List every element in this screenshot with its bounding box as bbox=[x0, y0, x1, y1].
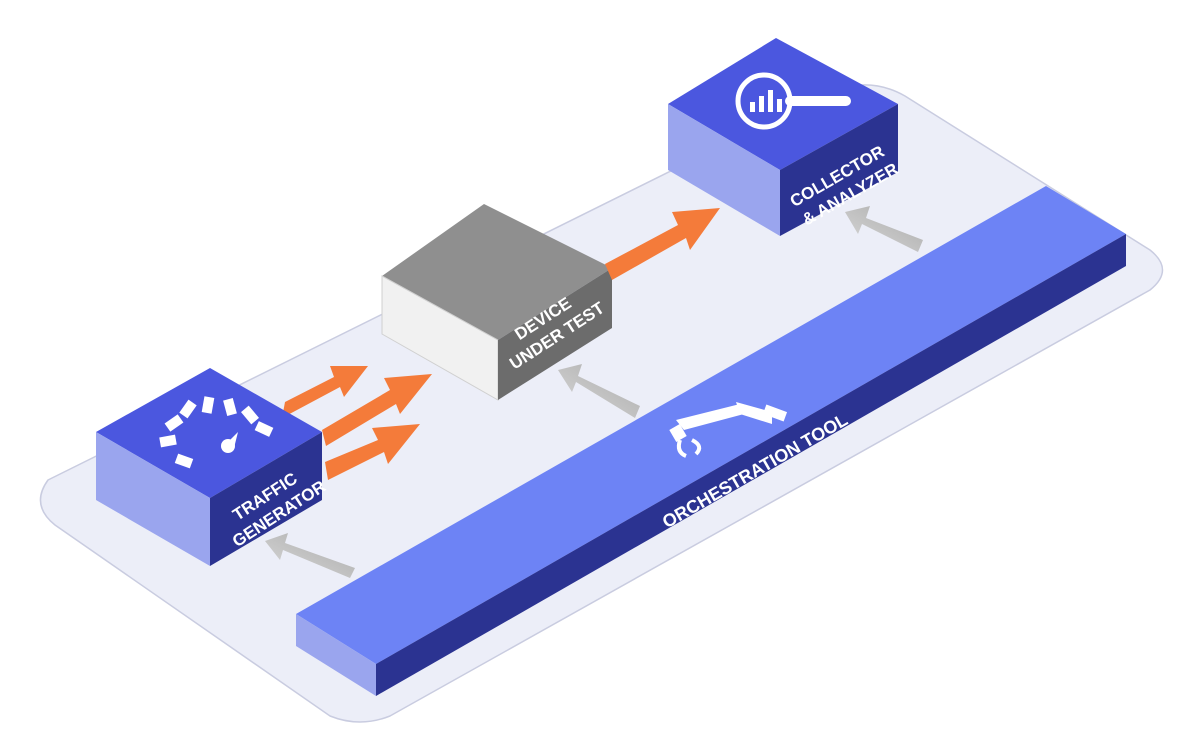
data-arrow-3 bbox=[325, 424, 420, 480]
orchestration-tool-bar: ORCHESTRATION TOOL bbox=[296, 186, 1126, 696]
data-arrow-2 bbox=[322, 374, 432, 446]
control-arrow-to-traffic-generator bbox=[265, 533, 355, 578]
speedometer-icon bbox=[159, 396, 274, 469]
device-under-test-block: DEVICE UNDER TEST bbox=[381, 204, 612, 401]
data-arrow-1 bbox=[282, 366, 368, 418]
data-arrow-dut-to-collector bbox=[605, 208, 720, 280]
traffic-generator-block: TRAFFIC GENERATOR bbox=[96, 368, 329, 566]
control-arrow-to-device-under-test bbox=[558, 364, 640, 418]
control-arrow-to-collector bbox=[845, 206, 923, 252]
chart-magnifier-icon bbox=[735, 72, 851, 130]
robot-arm-icon bbox=[669, 402, 788, 458]
